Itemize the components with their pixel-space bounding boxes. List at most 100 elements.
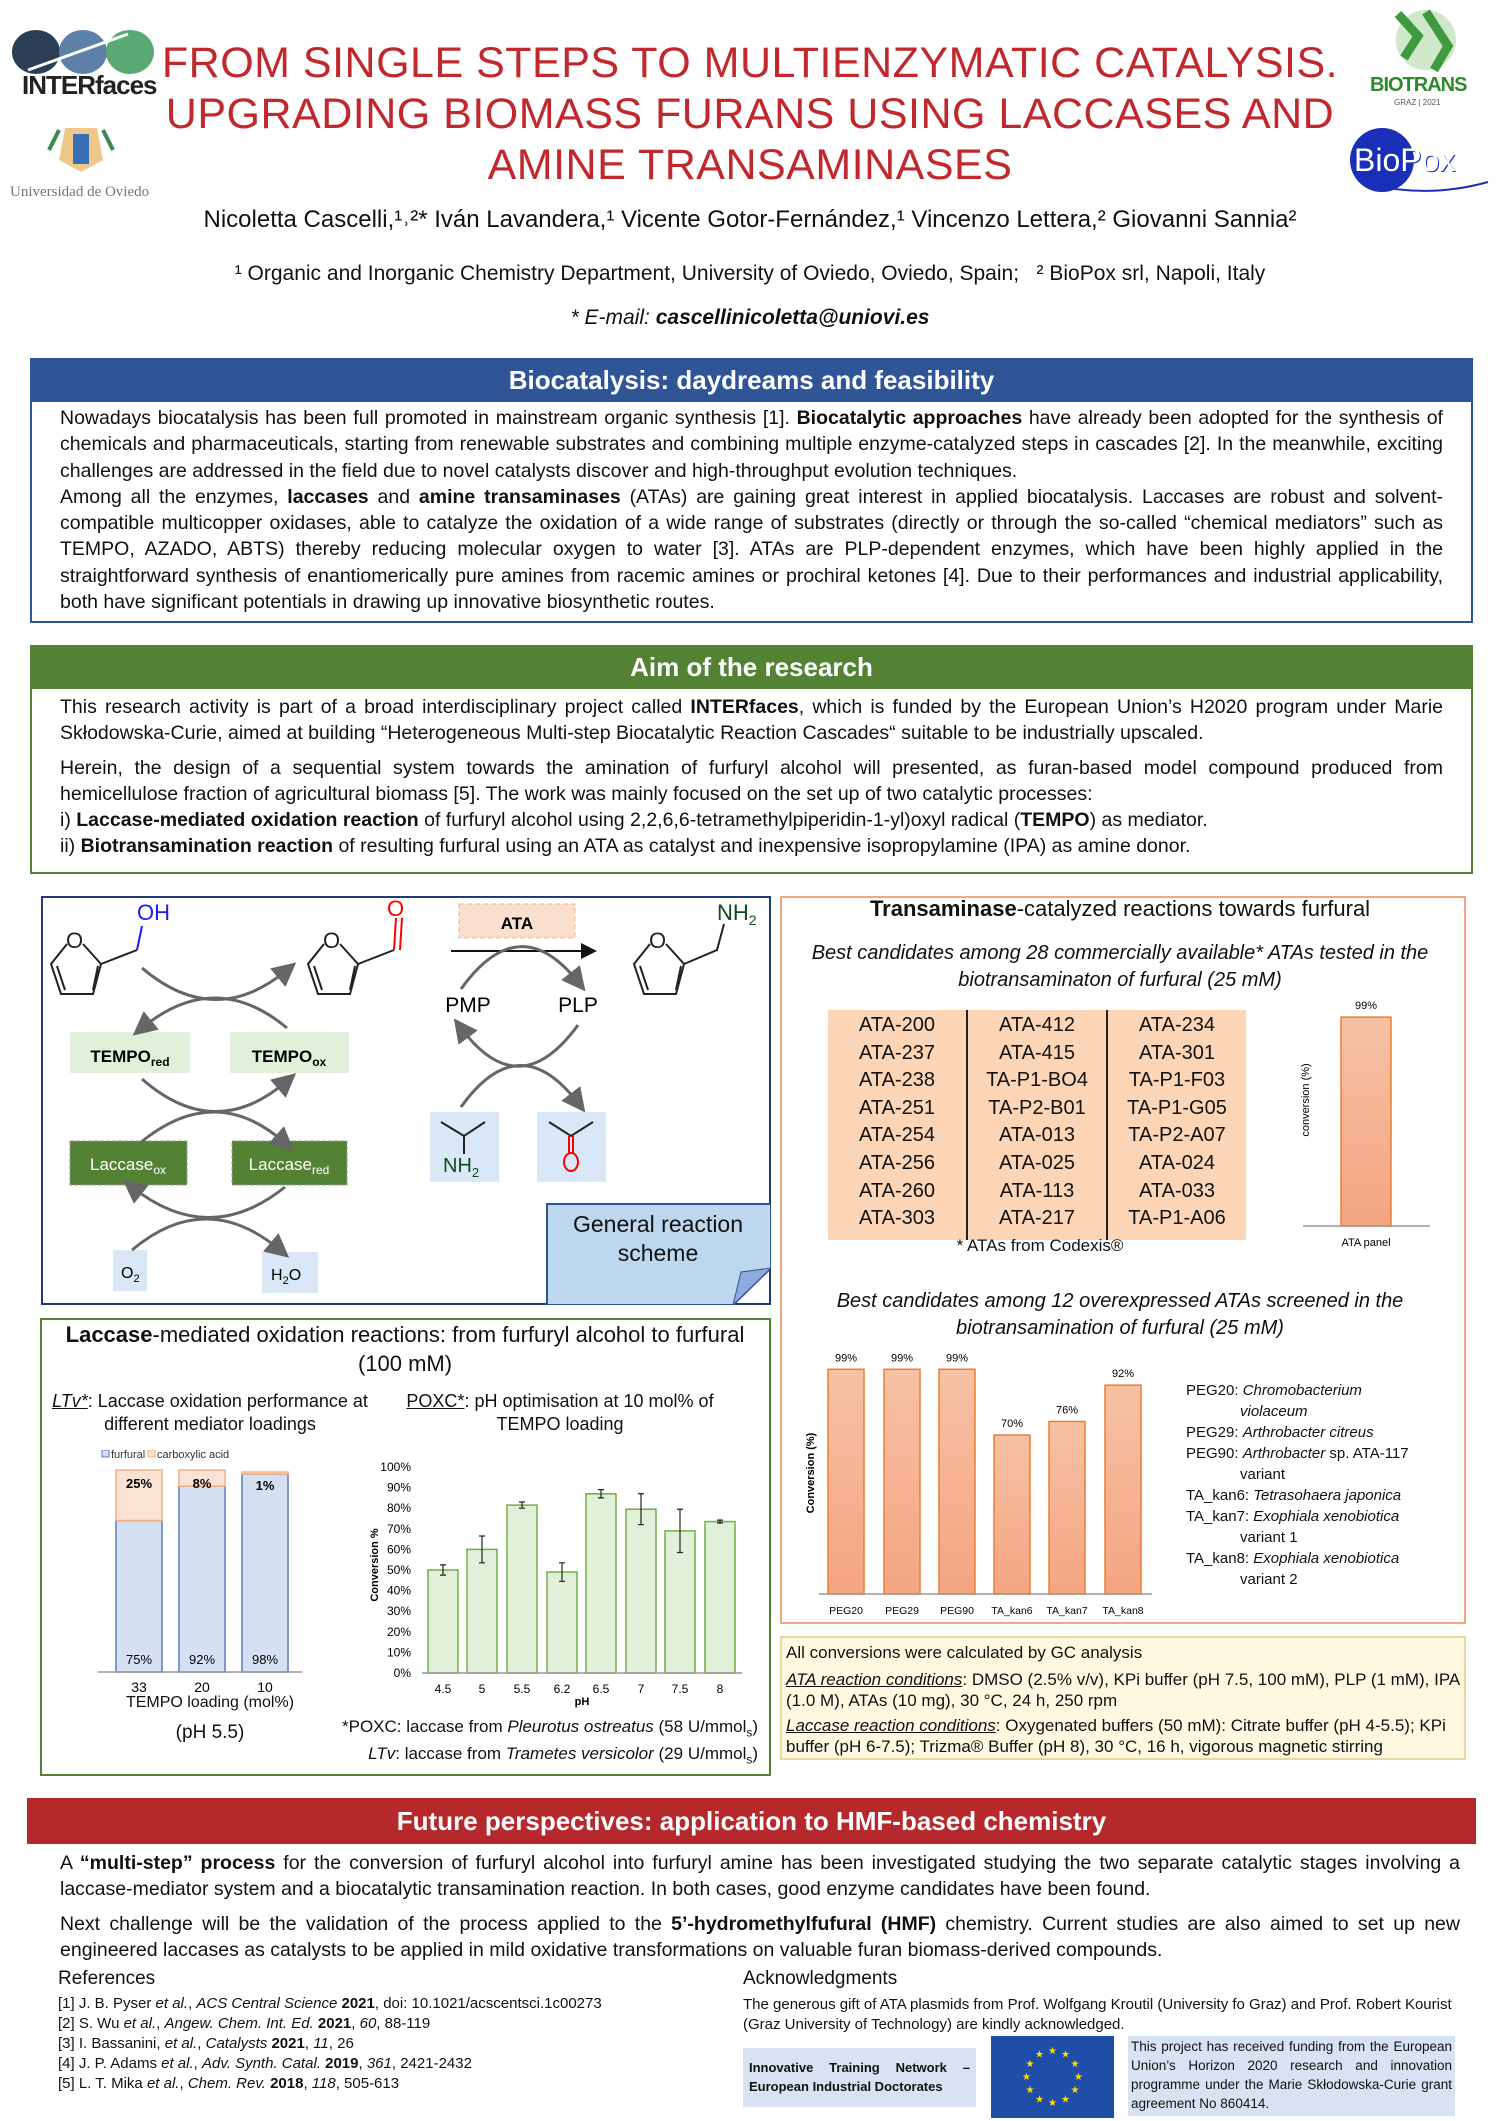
gc-note: All conversions were calculated by GC an… xyxy=(786,1643,1143,1662)
ltv-subtitle: LTv*: Laccase oxidation performance at d… xyxy=(50,1390,370,1436)
text-segment: of furfuryl alcohol using 2,2,6,6-tetram… xyxy=(418,809,1021,832)
text-segment: et al. xyxy=(161,2055,194,2072)
oxygen-label: O2 xyxy=(121,1265,140,1285)
text-segment: Among all the enzymes, xyxy=(60,485,288,508)
data-label: 1% xyxy=(256,1478,275,1493)
eu-star-icon: ★ xyxy=(1025,2085,1034,2096)
bar xyxy=(664,1530,696,1674)
paragraph: ii) Biotransamination reaction of result… xyxy=(60,833,1443,859)
ata-table-cell: ATA-301 xyxy=(1139,1041,1215,1064)
tempo-ox-label: TEMPOox xyxy=(252,1047,327,1069)
ata-table-cell: TA-P2-A07 xyxy=(1128,1124,1226,1147)
future-header: Future perspectives: application to HMF-… xyxy=(27,1798,1476,1844)
ata-table-cell: ATA-237 xyxy=(859,1041,935,1064)
data-label: 76% xyxy=(1056,1404,1078,1416)
ata-table-cell: ATA-024 xyxy=(1139,1151,1215,1174)
ata-table-cell: ATA-256 xyxy=(859,1151,935,1174)
legend-organism: Arthrobacter xyxy=(1242,1445,1326,1462)
furfurylamine-structure: O xyxy=(632,923,725,995)
affiliations: ¹ Organic and Inorganic Chemistry Depart… xyxy=(234,262,1266,285)
title-rest: -catalyzed reactions towards furfural xyxy=(1016,896,1371,921)
ata-table-cell: ATA-013 xyxy=(999,1124,1075,1147)
plp-label: PLP xyxy=(558,994,598,1017)
bar xyxy=(883,1368,921,1595)
text-segment: , xyxy=(188,1995,197,2012)
text-segment: Herein, the design of a sequential syste… xyxy=(60,756,1443,805)
data-label: 99% xyxy=(891,1352,913,1364)
foot-text: ) xyxy=(752,1717,758,1736)
email-address[interactable]: cascellinicoletta@uniovi.es xyxy=(655,306,930,329)
text-segment: [4] J. P. Adams xyxy=(58,2055,162,2072)
legend-code: TA_kan7: xyxy=(1186,1508,1254,1525)
foot-abbrev: LTv xyxy=(368,1744,396,1764)
eu-star-icon: ★ xyxy=(1071,2085,1080,2096)
text-segment: [2] S. Wu xyxy=(58,2015,124,2032)
legend-item: PEG29: Arthrobacter citreus xyxy=(1186,1422,1409,1443)
data-label: 92% xyxy=(189,1652,215,1667)
x-tick-label: 10 xyxy=(257,1679,273,1695)
eu-star-icon: ★ xyxy=(1048,2046,1057,2057)
x-tick-label: TA_kan7 xyxy=(1046,1605,1087,1617)
eu-star-icon: ★ xyxy=(1074,2072,1083,2083)
text-segment: [1] J. B. Pyser xyxy=(58,1995,156,2012)
cycle-arrows xyxy=(122,945,586,1258)
bar-carboxylic-acid xyxy=(178,1469,226,1487)
legend-label: furfural xyxy=(111,1450,145,1461)
ata-table-cell: TA-P2-B01 xyxy=(988,1096,1086,1119)
paragraph: A “multi-step” process for the conversio… xyxy=(60,1850,1460,1903)
poxc-label: POXC* xyxy=(406,1391,465,1411)
enzyme-footnote: *POXC: laccase from Pleurotus ostreatus … xyxy=(342,1716,758,1771)
laccase-ox-label: Laccaseox xyxy=(90,1155,166,1177)
ata-table-cell: ATA-260 xyxy=(859,1179,935,1202)
foot-sub: s xyxy=(746,1725,753,1740)
foot-species: Trametes versicolor xyxy=(505,1744,654,1764)
text-segment: 2019 xyxy=(325,2055,359,2072)
title-rest: -mediated oxidation reactions: from furf… xyxy=(152,1322,745,1376)
carbonyl-oxygen-label: O xyxy=(387,896,404,921)
biopox-logo-text: BioPox xyxy=(1354,142,1456,178)
biocatalysis-header: Biocatalysis: daydreams and feasibility xyxy=(30,358,1473,402)
ata-table-cell: TA-P1-A06 xyxy=(1128,1207,1226,1230)
bar-furfural xyxy=(115,1519,163,1673)
biotrans-logo-subtext: GRAZ | 2021 xyxy=(1394,98,1441,107)
text-segment: , xyxy=(358,2055,367,2072)
ata-table-cell: ATA-234 xyxy=(1139,1014,1215,1036)
interfaces-logo-text: INTERfaces xyxy=(22,70,157,100)
data-label: 25% xyxy=(126,1476,152,1491)
text-segment: , xyxy=(351,2015,360,2032)
bar xyxy=(1104,1384,1142,1595)
bar xyxy=(466,1548,498,1674)
poster-title: FROM SINGLE STEPS TO MULTIENZYMATIC CATA… xyxy=(140,38,1360,191)
error-bar xyxy=(559,1562,565,1582)
text-segment: and xyxy=(368,485,419,508)
furfuryl-alcohol-structure: O xyxy=(49,925,143,995)
itn-badge: Innovative Training Network – European I… xyxy=(743,2048,976,2107)
text-segment: et al. xyxy=(155,1995,189,2012)
references-title: References xyxy=(58,1968,156,1989)
x-tick-label: 20 xyxy=(194,1679,210,1695)
eu-star-icon: ★ xyxy=(1025,2059,1034,2070)
bar xyxy=(546,1571,578,1674)
reference-item: [5] L. T. Mika et al., Chem. Rev. 2018, … xyxy=(58,2074,602,2094)
bar xyxy=(625,1508,657,1674)
legend-swatch xyxy=(147,1450,156,1458)
text-segment: ACS Central Science xyxy=(196,1995,338,2012)
transaminase-panel-title: Transaminase-catalyzed reactions towards… xyxy=(790,896,1450,922)
data-label: 75% xyxy=(126,1652,152,1667)
x-tick-label: 6.2 xyxy=(554,1682,571,1696)
x-tick-label: TA_kan8 xyxy=(1102,1605,1143,1617)
reference-item: [1] J. B. Pyser et al., ACS Central Scie… xyxy=(58,1994,602,2014)
text-segment: TEMPO xyxy=(1020,809,1090,832)
bar xyxy=(993,1434,1031,1595)
x-tick-label: 33 xyxy=(131,1679,147,1695)
biopox-logo-icon xyxy=(1350,128,1489,192)
ata-table-cell: ATA-033 xyxy=(1139,1179,1215,1202)
text-segment: 361 xyxy=(366,2055,392,2072)
amine-label: NH2 xyxy=(717,900,757,928)
laccase-panel-title: Laccase-mediated oxidation reactions: fr… xyxy=(60,1320,750,1378)
foot-text: *POXC: laccase from xyxy=(342,1717,508,1736)
text-segment: Biotransamination reaction xyxy=(80,835,334,858)
title-bold: Transaminase xyxy=(869,896,1017,921)
